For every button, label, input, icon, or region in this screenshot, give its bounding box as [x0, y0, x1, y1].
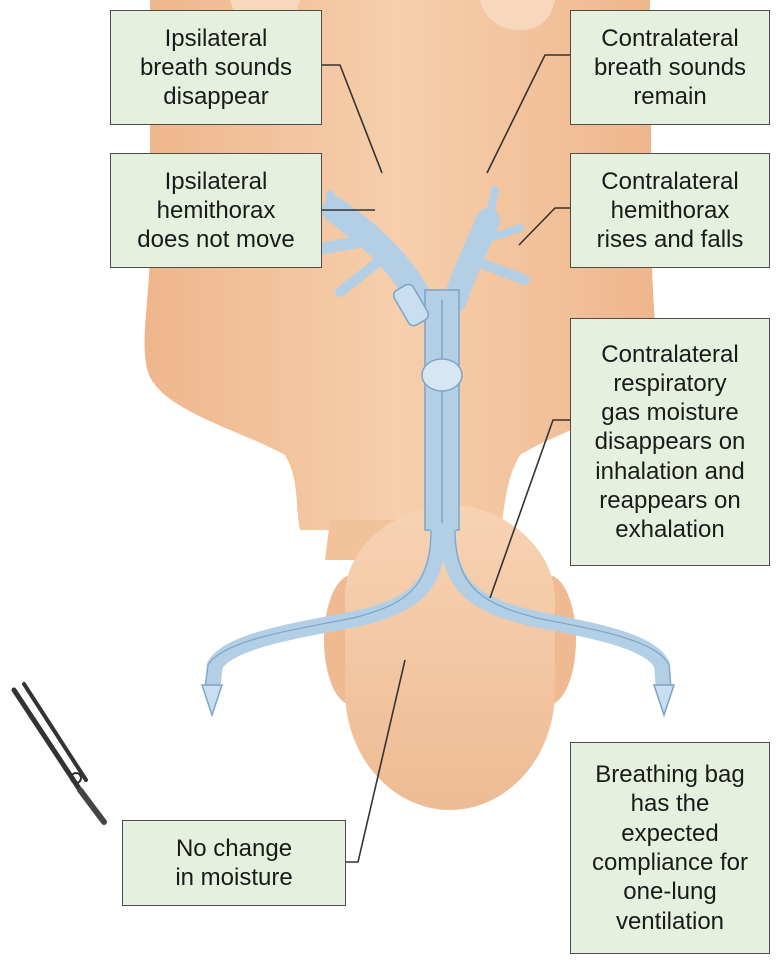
- label-line: inhalation and: [595, 457, 746, 486]
- label-line: compliance for: [592, 848, 748, 877]
- label-line: disappear: [140, 82, 292, 111]
- label-line: Breathing bag: [592, 760, 748, 789]
- label-line: No change: [175, 834, 292, 863]
- clamp-jaw-1: [14, 690, 80, 790]
- label-line: has the: [592, 789, 748, 818]
- label-line: Ipsilateral: [140, 24, 292, 53]
- label-line: hemithorax: [597, 196, 744, 225]
- label-contralateral-breath-sounds: Contralateral breath sounds remain: [570, 10, 770, 125]
- connector-right: [654, 685, 674, 715]
- label-line: hemithorax: [137, 196, 294, 225]
- label-line: remain: [594, 82, 746, 111]
- label-breathing-bag: Breathing bag has the expected complianc…: [570, 742, 770, 954]
- label-line: disappears on: [595, 427, 746, 456]
- connector-left: [202, 685, 222, 715]
- label-line: ventilation: [592, 907, 748, 936]
- clamp-handle: [80, 790, 104, 822]
- label-ipsilateral-hemithorax: Ipsilateral hemithorax does not move: [110, 153, 322, 268]
- label-line: Ipsilateral: [137, 167, 294, 196]
- label-contralateral-hemithorax: Contralateral hemithorax rises and falls: [570, 153, 770, 268]
- right-bronchus-branch-3: [490, 190, 495, 215]
- hemostat-clamp-icon: [14, 684, 104, 822]
- label-line: rises and falls: [597, 225, 744, 254]
- label-contralateral-gas-moisture: Contralateral respiratory gas moisture d…: [570, 318, 770, 566]
- label-line: expected: [592, 819, 748, 848]
- label-line: breath sounds: [140, 53, 292, 82]
- label-ipsilateral-breath-sounds: Ipsilateral breath sounds disappear: [110, 10, 322, 125]
- clamp-jaw-2: [24, 684, 86, 780]
- label-line: gas moisture: [595, 398, 746, 427]
- label-line: exhalation: [595, 515, 746, 544]
- label-line: in moisture: [175, 863, 292, 892]
- label-line: reappears on: [595, 486, 746, 515]
- label-line: Contralateral: [594, 24, 746, 53]
- label-line: does not move: [137, 225, 294, 254]
- label-line: one-lung: [592, 877, 748, 906]
- label-no-change-moisture: No change in moisture: [122, 820, 346, 906]
- tracheal-cuff: [422, 359, 462, 391]
- left-bronchus-branch-1: [325, 240, 370, 248]
- label-line: breath sounds: [594, 53, 746, 82]
- label-line: Contralateral: [597, 167, 744, 196]
- label-line: respiratory: [595, 369, 746, 398]
- label-line: Contralateral: [595, 340, 746, 369]
